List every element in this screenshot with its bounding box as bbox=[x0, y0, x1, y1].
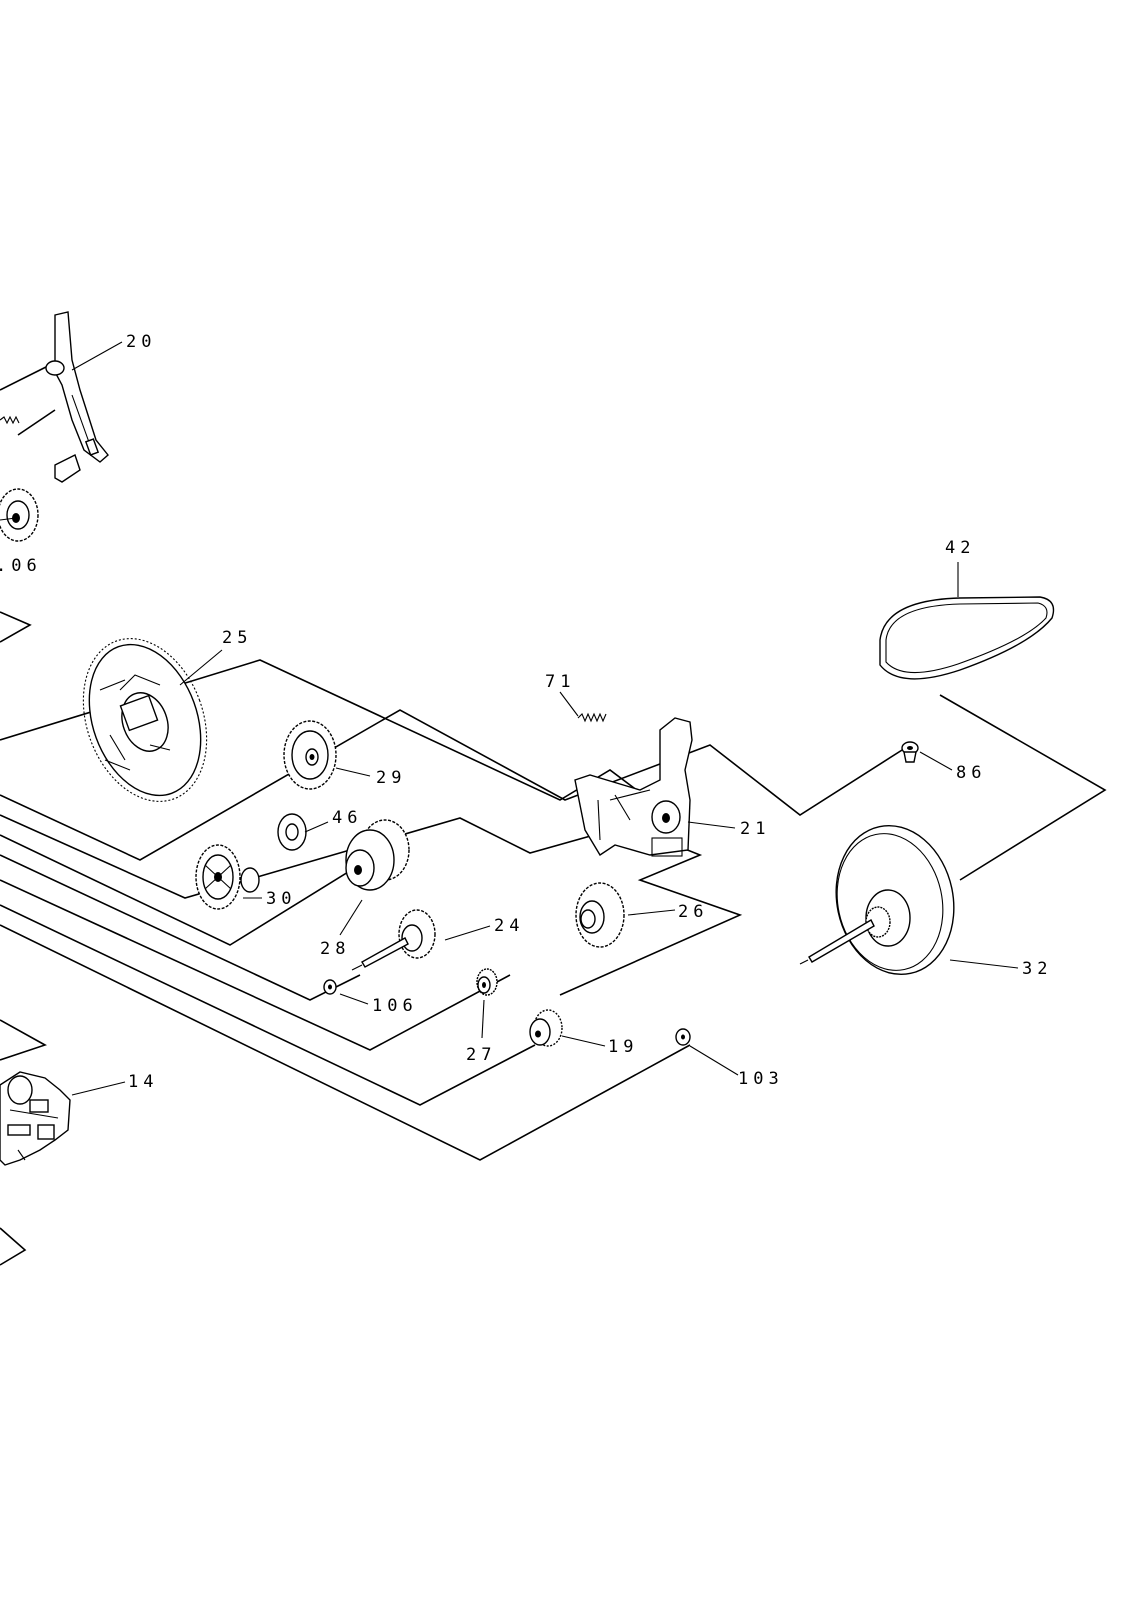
assembly-outline-lines bbox=[0, 365, 1105, 1265]
part-46-washer bbox=[278, 814, 306, 850]
part-27-bushing bbox=[477, 969, 497, 1038]
part-42-belt bbox=[880, 562, 1054, 679]
leader-lines bbox=[72, 342, 1018, 1095]
label-21: 21 bbox=[740, 819, 770, 839]
label-28: 28 bbox=[320, 939, 350, 959]
label-42: 42 bbox=[945, 538, 975, 558]
label-20: 20 bbox=[126, 332, 156, 352]
part-19-pinion bbox=[530, 1010, 562, 1046]
part-30-gear bbox=[196, 845, 259, 909]
label-46: 46 bbox=[332, 808, 362, 828]
part-32-pulley bbox=[800, 815, 967, 986]
part-26-gear bbox=[576, 883, 624, 947]
spring-small-left bbox=[0, 417, 19, 423]
label-103: 103 bbox=[738, 1069, 784, 1089]
label-14: 14 bbox=[128, 1072, 158, 1092]
label-86: 86 bbox=[956, 763, 986, 783]
part-86-screw bbox=[902, 742, 918, 762]
part-25-large-disc bbox=[62, 621, 228, 819]
label-29: 29 bbox=[376, 768, 406, 788]
part-29-gear bbox=[284, 721, 336, 789]
label-30: 30 bbox=[266, 889, 296, 909]
part-103-washer bbox=[676, 1029, 690, 1045]
label-71: 71 bbox=[545, 672, 575, 692]
part-106-washer bbox=[324, 980, 336, 994]
part-28-double-gear bbox=[340, 820, 409, 935]
part-24-gear-shaft bbox=[352, 910, 435, 970]
label-27: 27 bbox=[466, 1045, 496, 1065]
label-25: 25 bbox=[222, 628, 252, 648]
label-106-top: .06 bbox=[0, 556, 42, 576]
part-106-top-gear bbox=[0, 489, 38, 541]
part-71-spring bbox=[560, 692, 606, 721]
label-26: 26 bbox=[678, 902, 708, 922]
label-106: 106 bbox=[372, 996, 418, 1016]
part-20-lever bbox=[46, 312, 108, 482]
label-24: 24 bbox=[494, 916, 524, 936]
part-14-housing bbox=[0, 1072, 70, 1165]
label-19: 19 bbox=[608, 1037, 638, 1057]
label-32: 32 bbox=[1022, 959, 1052, 979]
